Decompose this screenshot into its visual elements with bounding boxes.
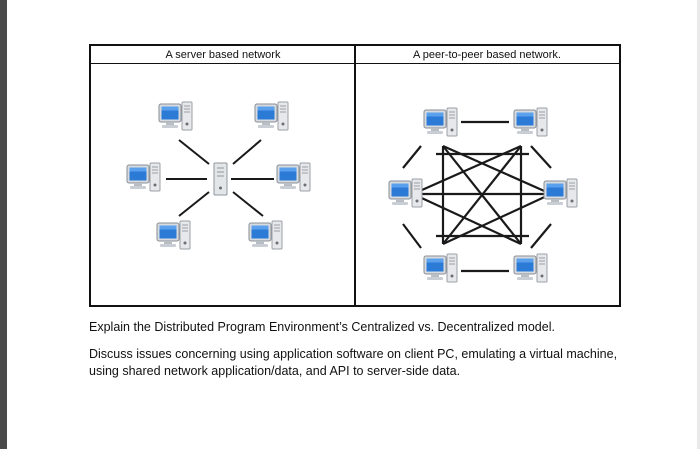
column-divider bbox=[354, 46, 356, 305]
computer-icon bbox=[248, 220, 283, 250]
computer-icon bbox=[126, 162, 161, 192]
server-network-title: A server based network bbox=[165, 49, 281, 61]
left-window-edge bbox=[0, 0, 7, 449]
computer-icon bbox=[276, 162, 311, 192]
network-diagrams bbox=[126, 101, 578, 283]
question-centralized-decentralized: Explain the Distributed Program Environm… bbox=[89, 320, 555, 334]
p2p-network-title: A peer-to-peer based network. bbox=[413, 49, 561, 61]
server-network-header: A server based network bbox=[91, 46, 355, 64]
computer-icon bbox=[513, 253, 548, 283]
computer-icon bbox=[423, 253, 458, 283]
p2p-network-links bbox=[402, 120, 552, 273]
network-comparison-table: A server based network A peer-to-peer ba… bbox=[89, 44, 621, 307]
question-client-issues: Discuss issues concerning using applicat… bbox=[89, 347, 618, 378]
right-window-edge bbox=[697, 0, 700, 449]
computer-icon bbox=[158, 101, 193, 131]
computer-icon bbox=[156, 220, 191, 250]
server-network-links bbox=[166, 139, 274, 217]
computer-icon bbox=[543, 178, 578, 208]
computer-icon bbox=[254, 101, 289, 131]
computer-icon bbox=[423, 107, 458, 137]
p2p-network-header: A peer-to-peer based network. bbox=[355, 46, 619, 64]
computer-icon bbox=[513, 107, 548, 137]
computer-icon bbox=[388, 178, 423, 208]
server-icon bbox=[213, 162, 228, 196]
